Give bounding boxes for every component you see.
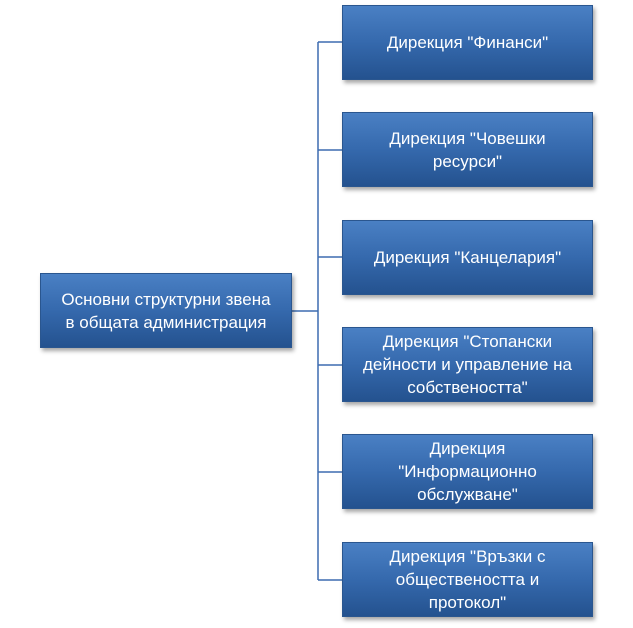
child-node-label: Дирекция "Информационно обслужване": [398, 439, 537, 504]
child-node-label: Дирекция "Канцелария": [373, 248, 562, 267]
child-node-public-relations: Дирекция "Връзки с обществеността и прот…: [342, 542, 593, 617]
child-node-finance: Дирекция "Финанси": [342, 5, 593, 80]
child-node-label: Дирекция "Връзки с обществеността и прот…: [389, 547, 546, 612]
child-node-chancellery: Дирекция "Канцелария": [342, 220, 593, 295]
root-node-label: Основни структурни звена в общата админи…: [61, 289, 271, 332]
child-node-label: Дирекция "Човешки ресурси": [389, 128, 546, 171]
child-node-economic-activities: Дирекция "Стопански дейности и управлени…: [342, 327, 593, 402]
root-node: Основни структурни звена в общата админи…: [40, 273, 292, 348]
child-node-human-resources: Дирекция "Човешки ресурси": [342, 112, 593, 187]
child-node-label: Дирекция "Стопански дейности и управлени…: [363, 332, 572, 397]
child-node-label: Дирекция "Финанси": [386, 33, 549, 52]
child-node-information-services: Дирекция "Информационно обслужване": [342, 434, 593, 509]
